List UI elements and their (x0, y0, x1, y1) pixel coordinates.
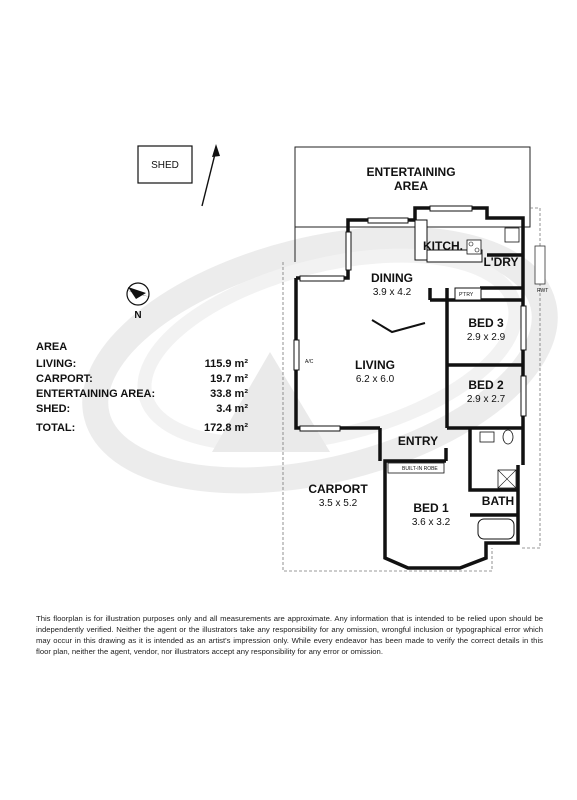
windows (293, 205, 527, 432)
area-row: LIVING: 115.9 m² (36, 357, 248, 372)
area-row-label: CARPORT: (36, 373, 93, 385)
toilet (502, 429, 514, 445)
stove (466, 239, 482, 255)
area-row: CARPORT: 19.7 m² (36, 372, 248, 387)
area-summary: AREA LIVING: 115.9 m² CARPORT: 19.7 m² E… (36, 339, 248, 436)
carport-label: CARPORT (308, 482, 368, 496)
entertaining-area-label: ENTERTAINING (366, 165, 455, 179)
bed3-label: BED 3 (468, 316, 504, 330)
area-row-value: 19.7 m² (210, 373, 248, 385)
area-title: AREA (36, 341, 68, 353)
bed2-dims: 2.9 x 2.7 (467, 394, 506, 405)
laundry-label: L'DRY (483, 255, 518, 269)
rwt-label: RWT (537, 288, 548, 294)
north-label: N (134, 310, 141, 321)
area-total-row: TOTAL: 172.8 m² (36, 421, 248, 436)
built-in-robe (387, 462, 445, 474)
bed1-label: BED 1 (413, 501, 449, 515)
area-row-label: LIVING: (36, 358, 77, 370)
dining-label: DINING (371, 271, 413, 285)
area-row: SHED: 3.4 m² (36, 402, 248, 417)
bath-label: BATH (482, 494, 514, 508)
area-row-label: SHED: (36, 403, 71, 415)
pantry-box (454, 287, 482, 301)
carport-dims: 3.5 x 5.2 (319, 498, 358, 509)
stove-burner-2 (474, 247, 480, 253)
entry-label: ENTRY (398, 434, 438, 448)
boundary-dashed-right (520, 207, 541, 549)
built-in-robe-label: BUILT-IN ROBE (402, 466, 438, 472)
bed2-label: BED 2 (468, 378, 504, 392)
living-dims: 6.2 x 6.0 (356, 374, 395, 385)
shed-label: SHED (151, 160, 179, 171)
rainwater-tank (534, 245, 546, 285)
laundry-tub (504, 227, 520, 243)
kitchen-label: KITCH. (423, 239, 463, 253)
dining-dims: 3.9 x 4.2 (373, 287, 412, 298)
area-row-value: 115.9 m² (204, 358, 248, 370)
area-row-value: 3.4 m² (216, 403, 248, 415)
living-label: LIVING (355, 358, 395, 372)
compass-icon (126, 282, 150, 306)
vanity (479, 431, 495, 443)
area-total-label: TOTAL: (36, 422, 76, 434)
living-door (371, 319, 426, 334)
bed1-dims: 3.6 x 3.2 (412, 517, 451, 528)
ac-label: A/C (305, 359, 314, 365)
arrow-icon (201, 144, 220, 207)
pantry-label: P'TRY (459, 292, 474, 298)
area-total-value: 172.8 m² (203, 422, 248, 434)
shed-box (137, 145, 193, 184)
bathtub (477, 518, 515, 540)
disclaimer: This floorplan is for illustration purpo… (36, 614, 543, 656)
stove-burner (468, 241, 474, 247)
area-row-label: ENTERTAINING AREA: (36, 388, 156, 400)
area-row-value: 33.8 m² (210, 388, 248, 400)
entertaining-area-label-2: AREA (394, 179, 428, 193)
kitchen-bench (414, 219, 428, 261)
area-row: ENTERTAINING AREA: 33.8 m² (36, 387, 248, 402)
bed3-dims: 2.9 x 2.9 (467, 332, 506, 343)
